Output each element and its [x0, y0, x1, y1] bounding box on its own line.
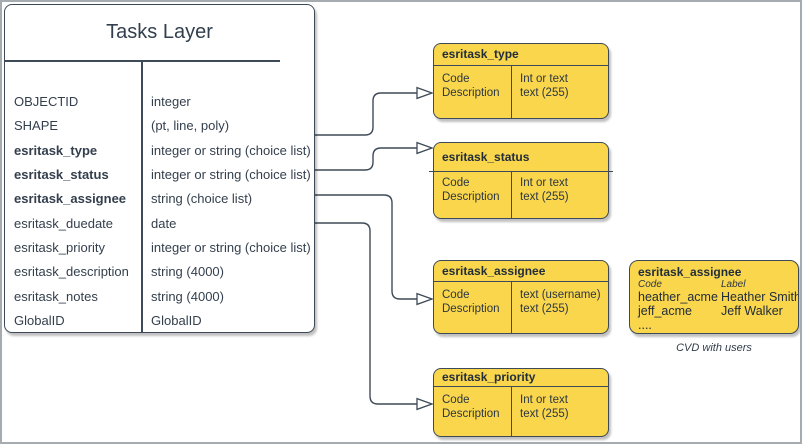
- field-name: OBJECTID: [14, 94, 79, 109]
- cvd-label: [721, 318, 798, 332]
- field-row: esritask_priority integer or string (cho…: [5, 236, 314, 260]
- domain-table-body: Code Description Int or text text (255): [434, 172, 608, 218]
- field-type: integer: [151, 94, 191, 109]
- domain-table-title: esritask_status: [442, 150, 530, 164]
- title-separator: [5, 60, 280, 62]
- domain-field: Description: [442, 190, 500, 203]
- title-separator: [429, 170, 613, 172]
- field-row: SHAPE (pt, line, poly): [5, 114, 314, 138]
- cvd-label: Jeff Walker: [721, 304, 783, 318]
- arrowhead-icon: [416, 397, 434, 411]
- domain-col-types: text (username) text (255): [512, 282, 608, 333]
- field-rows: OBJECTID integer SHAPE (pt, line, poly) …: [5, 90, 314, 333]
- field-name: esritask_assignee: [14, 191, 127, 207]
- domain-field: Description: [442, 302, 500, 315]
- arrowhead-icon: [416, 86, 434, 100]
- domain-type: text (255): [520, 302, 569, 315]
- cvd-grid: Code Label heather_acme Heather Smith je…: [638, 279, 798, 332]
- domain-table-body: Code Description Int or text text (255): [434, 66, 608, 118]
- field-row: esritask_notes string (4000): [5, 285, 314, 309]
- connector-esritask-priority: [314, 222, 417, 405]
- domain-type: text (username): [520, 289, 601, 301]
- domain-field: Code: [442, 289, 470, 301]
- field-type: (pt, line, poly): [151, 118, 230, 134]
- field-name: esritask_description: [14, 264, 129, 280]
- domain-col-fields: Code Description: [434, 387, 512, 436]
- domain-col-fields: Code Description: [434, 66, 512, 118]
- field-type: GlobalID: [151, 313, 202, 329]
- field-name: SHAPE: [14, 118, 59, 134]
- column-divider: [141, 61, 143, 332]
- cvd-header-label: Label: [721, 279, 746, 290]
- domain-field: Code: [442, 73, 470, 85]
- tasks-layer-table: Tasks Layer OBJECTID integer SHAPE (pt, …: [4, 4, 315, 333]
- domain-type: Int or text: [520, 394, 568, 406]
- domain-field: Code: [442, 394, 470, 406]
- cvd-table-esritask-assignee: esritask_assignee Code Label heather_acm…: [629, 260, 799, 334]
- field-name: esritask_status: [14, 167, 109, 183]
- arrowhead-icon: [416, 292, 434, 306]
- arrowhead-icon: [416, 141, 434, 155]
- field-type: string (4000): [151, 288, 224, 304]
- connector-esritask-status: [314, 147, 417, 171]
- domain-col-types: Int or text text (255): [512, 66, 608, 118]
- domain-table-esritask-priority: esritask_priority Code Description Int o…: [433, 368, 609, 437]
- field-row: esritask_duedate date: [5, 212, 314, 236]
- field-type: integer or string (choice list): [151, 142, 311, 158]
- domain-type: Int or text: [520, 73, 568, 85]
- domain-col-fields: Code Description: [434, 282, 512, 333]
- domain-table-title: esritask_assignee: [434, 261, 608, 282]
- field-type: string (choice list): [151, 191, 253, 207]
- table-title: Tasks Layer: [106, 21, 213, 43]
- field-type: string (4000): [151, 264, 224, 280]
- field-type: integer or string (choice list): [151, 240, 311, 256]
- domain-table-body: Code Description text (username) text (2…: [434, 282, 608, 333]
- cvd-header-code: Code: [638, 279, 662, 290]
- cvd-caption: CVD with users: [676, 342, 752, 354]
- cvd-title: esritask_assignee: [638, 265, 742, 279]
- cvd-code: jeff_acme: [638, 304, 692, 318]
- field-row: esritask_status integer or string (choic…: [5, 163, 314, 187]
- connector-esritask-assignee: [314, 194, 417, 300]
- field-row: esritask_type integer or string (choice …: [5, 139, 314, 163]
- field-type: date: [151, 215, 177, 231]
- field-name: esritask_duedate: [14, 215, 114, 231]
- domain-table-esritask-type: esritask_type Code Description Int or te…: [433, 43, 609, 119]
- field-row: esritask_assignee string (choice list): [5, 187, 314, 211]
- connector-esritask-type: [314, 92, 417, 136]
- field-row: esritask_description string (4000): [5, 260, 314, 284]
- cvd-code: ....: [638, 318, 652, 332]
- domain-table-esritask-status: esritask_status Code Description Int or …: [429, 142, 613, 219]
- domain-col-fields: Code Description: [434, 172, 512, 218]
- domain-table-esritask-assignee: esritask_assignee Code Description text …: [433, 260, 609, 334]
- domain-table-title: esritask_type: [434, 44, 608, 66]
- domain-table-body: Code Description Int or text text (255): [434, 387, 608, 436]
- field-row: GlobalID GlobalID: [5, 309, 314, 333]
- domain-type: text (255): [520, 407, 569, 420]
- domain-type: text (255): [520, 86, 569, 99]
- domain-type: text (255): [520, 190, 569, 203]
- domain-field: Description: [442, 407, 500, 420]
- domain-field: Code: [442, 177, 470, 189]
- domain-col-types: Int or text text (255): [512, 387, 608, 436]
- cvd-label: Heather Smith: [721, 290, 799, 304]
- cvd-code: heather_acme: [638, 290, 718, 304]
- field-name: GlobalID: [14, 313, 65, 329]
- domain-type: Int or text: [520, 177, 568, 189]
- field-row: OBJECTID integer: [5, 90, 314, 114]
- domain-col-types: Int or text text (255): [512, 172, 608, 218]
- domain-field: Description: [442, 86, 500, 99]
- domain-table-title: esritask_priority: [434, 369, 608, 387]
- field-name: esritask_type: [14, 142, 98, 158]
- field-type: integer or string (choice list): [151, 167, 311, 183]
- field-name: esritask_notes: [14, 288, 98, 304]
- field-name: esritask_priority: [14, 240, 106, 256]
